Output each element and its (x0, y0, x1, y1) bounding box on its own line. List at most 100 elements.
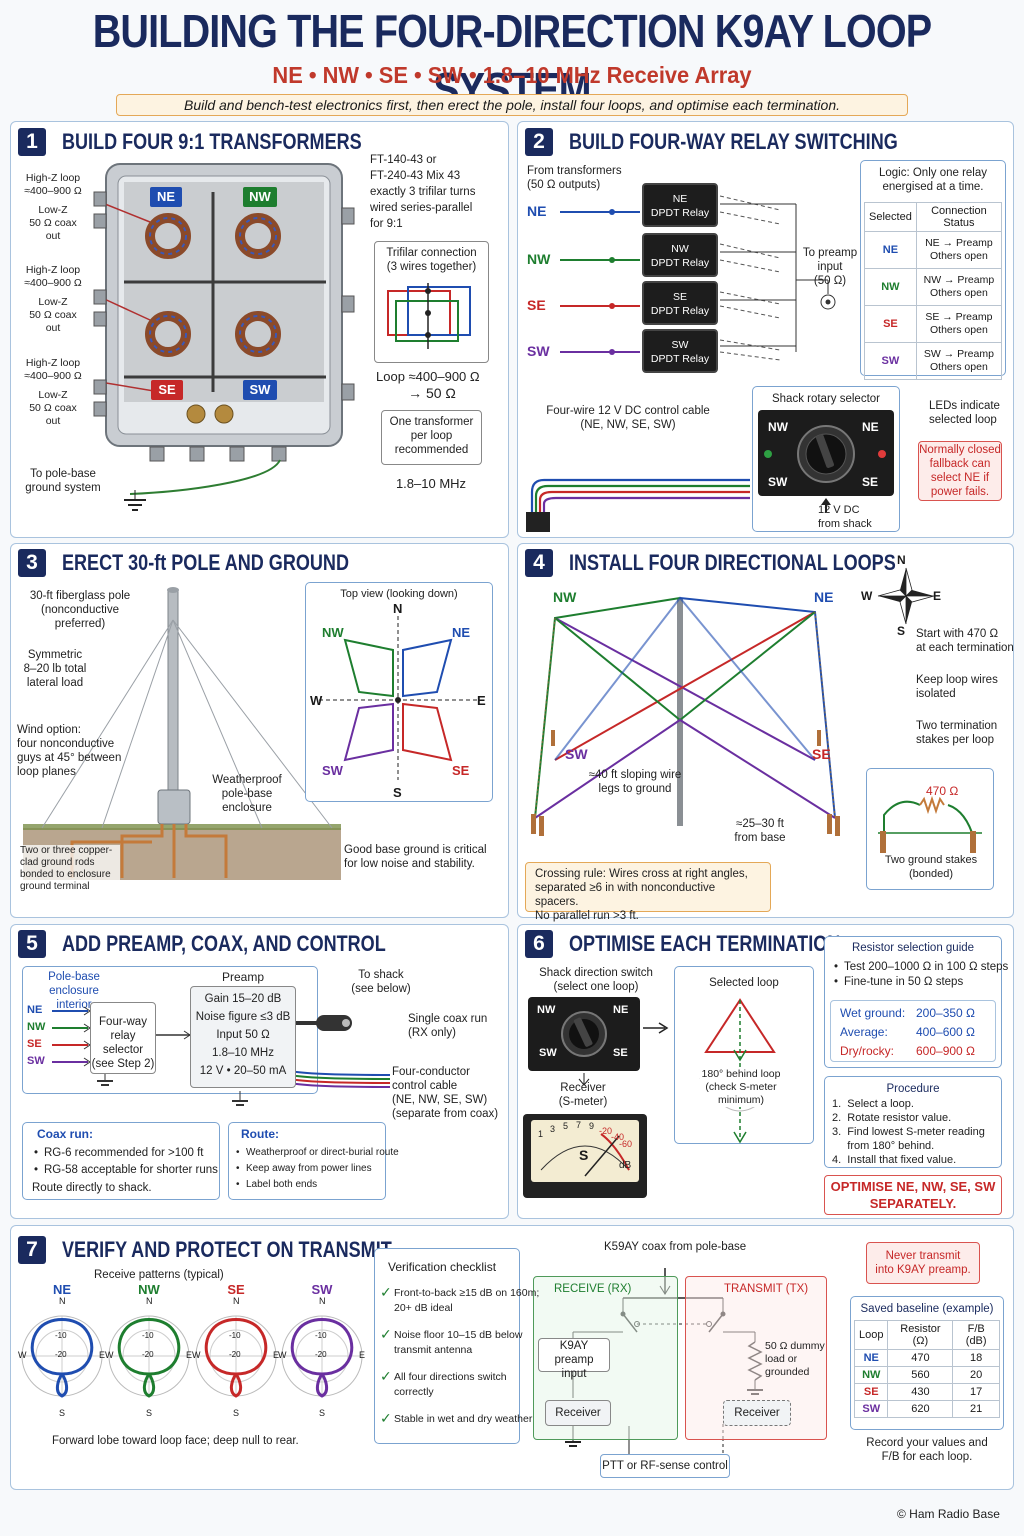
logic-header-selected: Selected (864, 202, 917, 232)
coax-run-item: RG-58 acceptable for shorter runs• (34, 1162, 218, 1179)
relay-type: DPDT Relay (650, 207, 710, 219)
relay-type: DPDT Relay (650, 305, 710, 317)
relay-nw: NW DPDT Relay (642, 233, 718, 277)
to-preamp-label: To preamp input (50 Ω) (802, 247, 858, 287)
behind-loop-label: 180° behind loop (check S-meter minimum) (700, 1068, 782, 1107)
procedure-title: Procedure (886, 1083, 940, 1095)
step6-number: 6 (525, 930, 553, 958)
polar-ring-20: -20 (315, 1350, 327, 1359)
relay-name: NW (671, 243, 689, 255)
polar-n: N (59, 1296, 66, 1306)
switch-to-loop-arrow (643, 1022, 669, 1034)
checklist-item: All four directions switch correctly (394, 1371, 507, 1398)
loop-sw-label: SW (565, 746, 588, 762)
check-icon: ✓ (380, 1368, 392, 1384)
route-item: Label both ends• (236, 1177, 399, 1193)
relay-wiring (560, 195, 836, 361)
dc-arrow (821, 498, 831, 512)
guide-item: Test 200–1000 Ω in 100 Ω steps• (834, 961, 1009, 973)
top-view-title: Top view (looking down) (340, 588, 458, 600)
preamp-spec: 1.8–10 MHz (211, 1047, 274, 1059)
step4-title: INSTALL FOUR DIRECTIONAL LOOPS (569, 550, 896, 575)
fallback-note: Normally closed fallback can select NE i… (918, 441, 1002, 501)
polar-pattern (195, 1315, 277, 1398)
meter-scale-label: -20 (599, 1126, 613, 1136)
polar-ring-10: -10 (142, 1331, 154, 1340)
compass-s: S (897, 624, 906, 638)
baseline-fb: 20 (952, 1366, 1000, 1384)
polar-ring-20: -20 (229, 1350, 241, 1359)
transformer-port-label: Low-Z 50 Ω coax out (29, 389, 77, 427)
topview-e: E (477, 693, 486, 708)
polar-ring-10: -10 (315, 1331, 327, 1340)
baseline-loop: NE (853, 1349, 889, 1367)
baseline-resistor: 560 (887, 1366, 954, 1384)
logic-selected: NE (864, 231, 917, 269)
meter-scale-label: -40 (611, 1132, 625, 1142)
loop-install-note: Start with 470 Ω at each termination (916, 628, 1014, 654)
polar-s: S (233, 1408, 240, 1418)
procedure-step: 3. Find lowest S-meter reading from 180°… (832, 1126, 985, 1152)
direction-switch[interactable] (528, 997, 640, 1071)
termination-detail-box (866, 768, 994, 890)
logic-status: NW → Preamp Others open (915, 268, 1003, 306)
coax-run-item: RG-6 recommended for >100 ft• (34, 1145, 218, 1162)
forward-lobe-note: Forward lobe toward loop face; deep null… (52, 1435, 299, 1447)
route-item: Keep away from power lines• (236, 1161, 399, 1177)
step7-title: VERIFY AND PROTECT ON TRANSMIT (62, 1237, 392, 1262)
preamp-input-se: SE (27, 1038, 42, 1050)
step1-ground-label: To pole-base ground system (25, 468, 101, 494)
ground-rods-label: Two or three copper- clad ground rods bo… (20, 845, 120, 893)
check-icon: ✓ (380, 1410, 392, 1426)
polar-e: E (273, 1350, 280, 1360)
meter-scale-label: 3 (550, 1124, 556, 1134)
step1-frequency: 1.8–10 MHz (395, 476, 467, 491)
pattern-name: NE (52, 1282, 72, 1297)
ground-type-key: Average: (840, 1025, 888, 1039)
polar-e: E (359, 1350, 366, 1360)
compass-w: W (861, 589, 873, 603)
bullet-icon: • (834, 976, 839, 988)
logic-status: SW → Preamp Others open (915, 342, 1003, 380)
polar-w: W (18, 1350, 27, 1360)
logic-status: SE → Preamp Others open (915, 305, 1003, 343)
procedure-step: 1. Select a loop. (832, 1098, 914, 1110)
relay-selector-box: Four-way relay selector (see Step 2) (90, 1002, 156, 1074)
ground-type-value: 200–350 Ω (916, 1006, 976, 1020)
logic-status: NE → Preamp Others open (915, 231, 1003, 269)
topview-nw: NW (322, 625, 344, 640)
compass-e: E (933, 589, 942, 603)
relay-type: DPDT Relay (650, 257, 710, 269)
step1-tag-nw: NW (243, 187, 277, 207)
bullet-icon: • (236, 1147, 240, 1158)
core-material-note: FT-140-43 or FT-240-43 Mix 43 exactly 3 … (370, 154, 476, 230)
polar-pattern (108, 1315, 190, 1398)
preamp-spec: Input 50 Ω (216, 1029, 270, 1041)
polar-ring-10: -10 (55, 1331, 67, 1340)
switch-arrows (578, 1073, 590, 1086)
footer-credit: © Ham Radio Base (897, 1507, 1000, 1521)
topview-se: SE (452, 763, 470, 778)
selector-label-nw: NW (768, 420, 788, 434)
patterns-title: Receive patterns (typical) (94, 1269, 224, 1281)
optimise-separately: OPTIMISE NE, NW, SE, SW SEPARATELY. (824, 1175, 1002, 1215)
logic-header-status: Connection Status (915, 202, 1003, 232)
polar-n: N (146, 1296, 153, 1306)
baseline-fb: 21 (952, 1400, 1000, 1418)
check-icon: ✓ (380, 1326, 392, 1342)
bullet-icon: • (834, 961, 839, 973)
polar-e: E (186, 1350, 193, 1360)
single-coax-label: Single coax run (RX only) (408, 1013, 488, 1039)
rotary-selector[interactable] (758, 410, 894, 496)
baseline-header-fb: F/B (dB) (952, 1320, 1000, 1350)
polar-w: W (278, 1350, 287, 1360)
receiver-smeter-label: Receiver (S-meter) (558, 1082, 608, 1108)
polar-n: N (319, 1296, 326, 1306)
ptt-control-box[interactable]: PTT or RF-sense control (600, 1454, 730, 1478)
step1-number: 1 (18, 128, 46, 156)
step3-title: ERECT 30-ft POLE AND GROUND (62, 550, 349, 575)
rotary-selector-title: Shack rotary selector (771, 393, 880, 405)
